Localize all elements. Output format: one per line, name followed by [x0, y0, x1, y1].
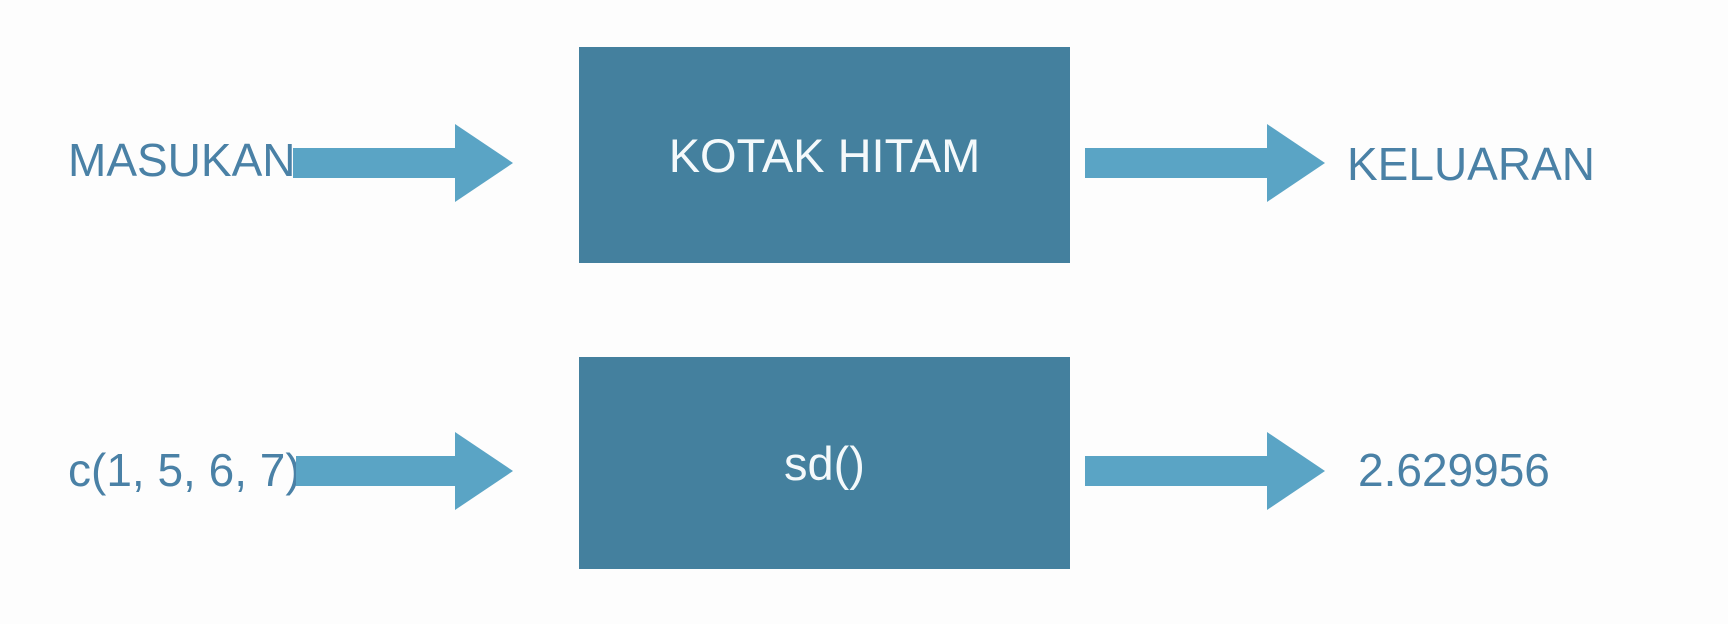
row2-input-arrow-right-icon — [296, 432, 513, 510]
row1-box-label: KOTAK HITAM — [668, 128, 981, 182]
row1-input-label: MASUKAN — [68, 134, 296, 186]
row2-input-label: c(1, 5, 6, 7) — [68, 444, 301, 496]
row2-output-label: 2.629956 — [1358, 444, 1550, 496]
arrow-head — [1267, 124, 1325, 202]
arrow-shaft — [296, 456, 455, 486]
row2-function-box: sd() — [579, 357, 1070, 569]
arrow-shaft — [1085, 148, 1267, 178]
arrow-shaft — [1085, 456, 1267, 486]
arrow-head — [455, 124, 513, 202]
row1-black-box: KOTAK HITAM — [579, 47, 1070, 263]
row2-output-arrow-right-icon — [1085, 432, 1325, 510]
row1-output-arrow-right-icon — [1085, 124, 1325, 202]
row2-box-label: sd() — [784, 436, 865, 490]
arrow-head — [1267, 432, 1325, 510]
row1-input-arrow-right-icon — [293, 124, 513, 202]
arrow-head — [455, 432, 513, 510]
arrow-shaft — [293, 148, 455, 178]
row1-output-label: KELUARAN — [1347, 138, 1595, 190]
